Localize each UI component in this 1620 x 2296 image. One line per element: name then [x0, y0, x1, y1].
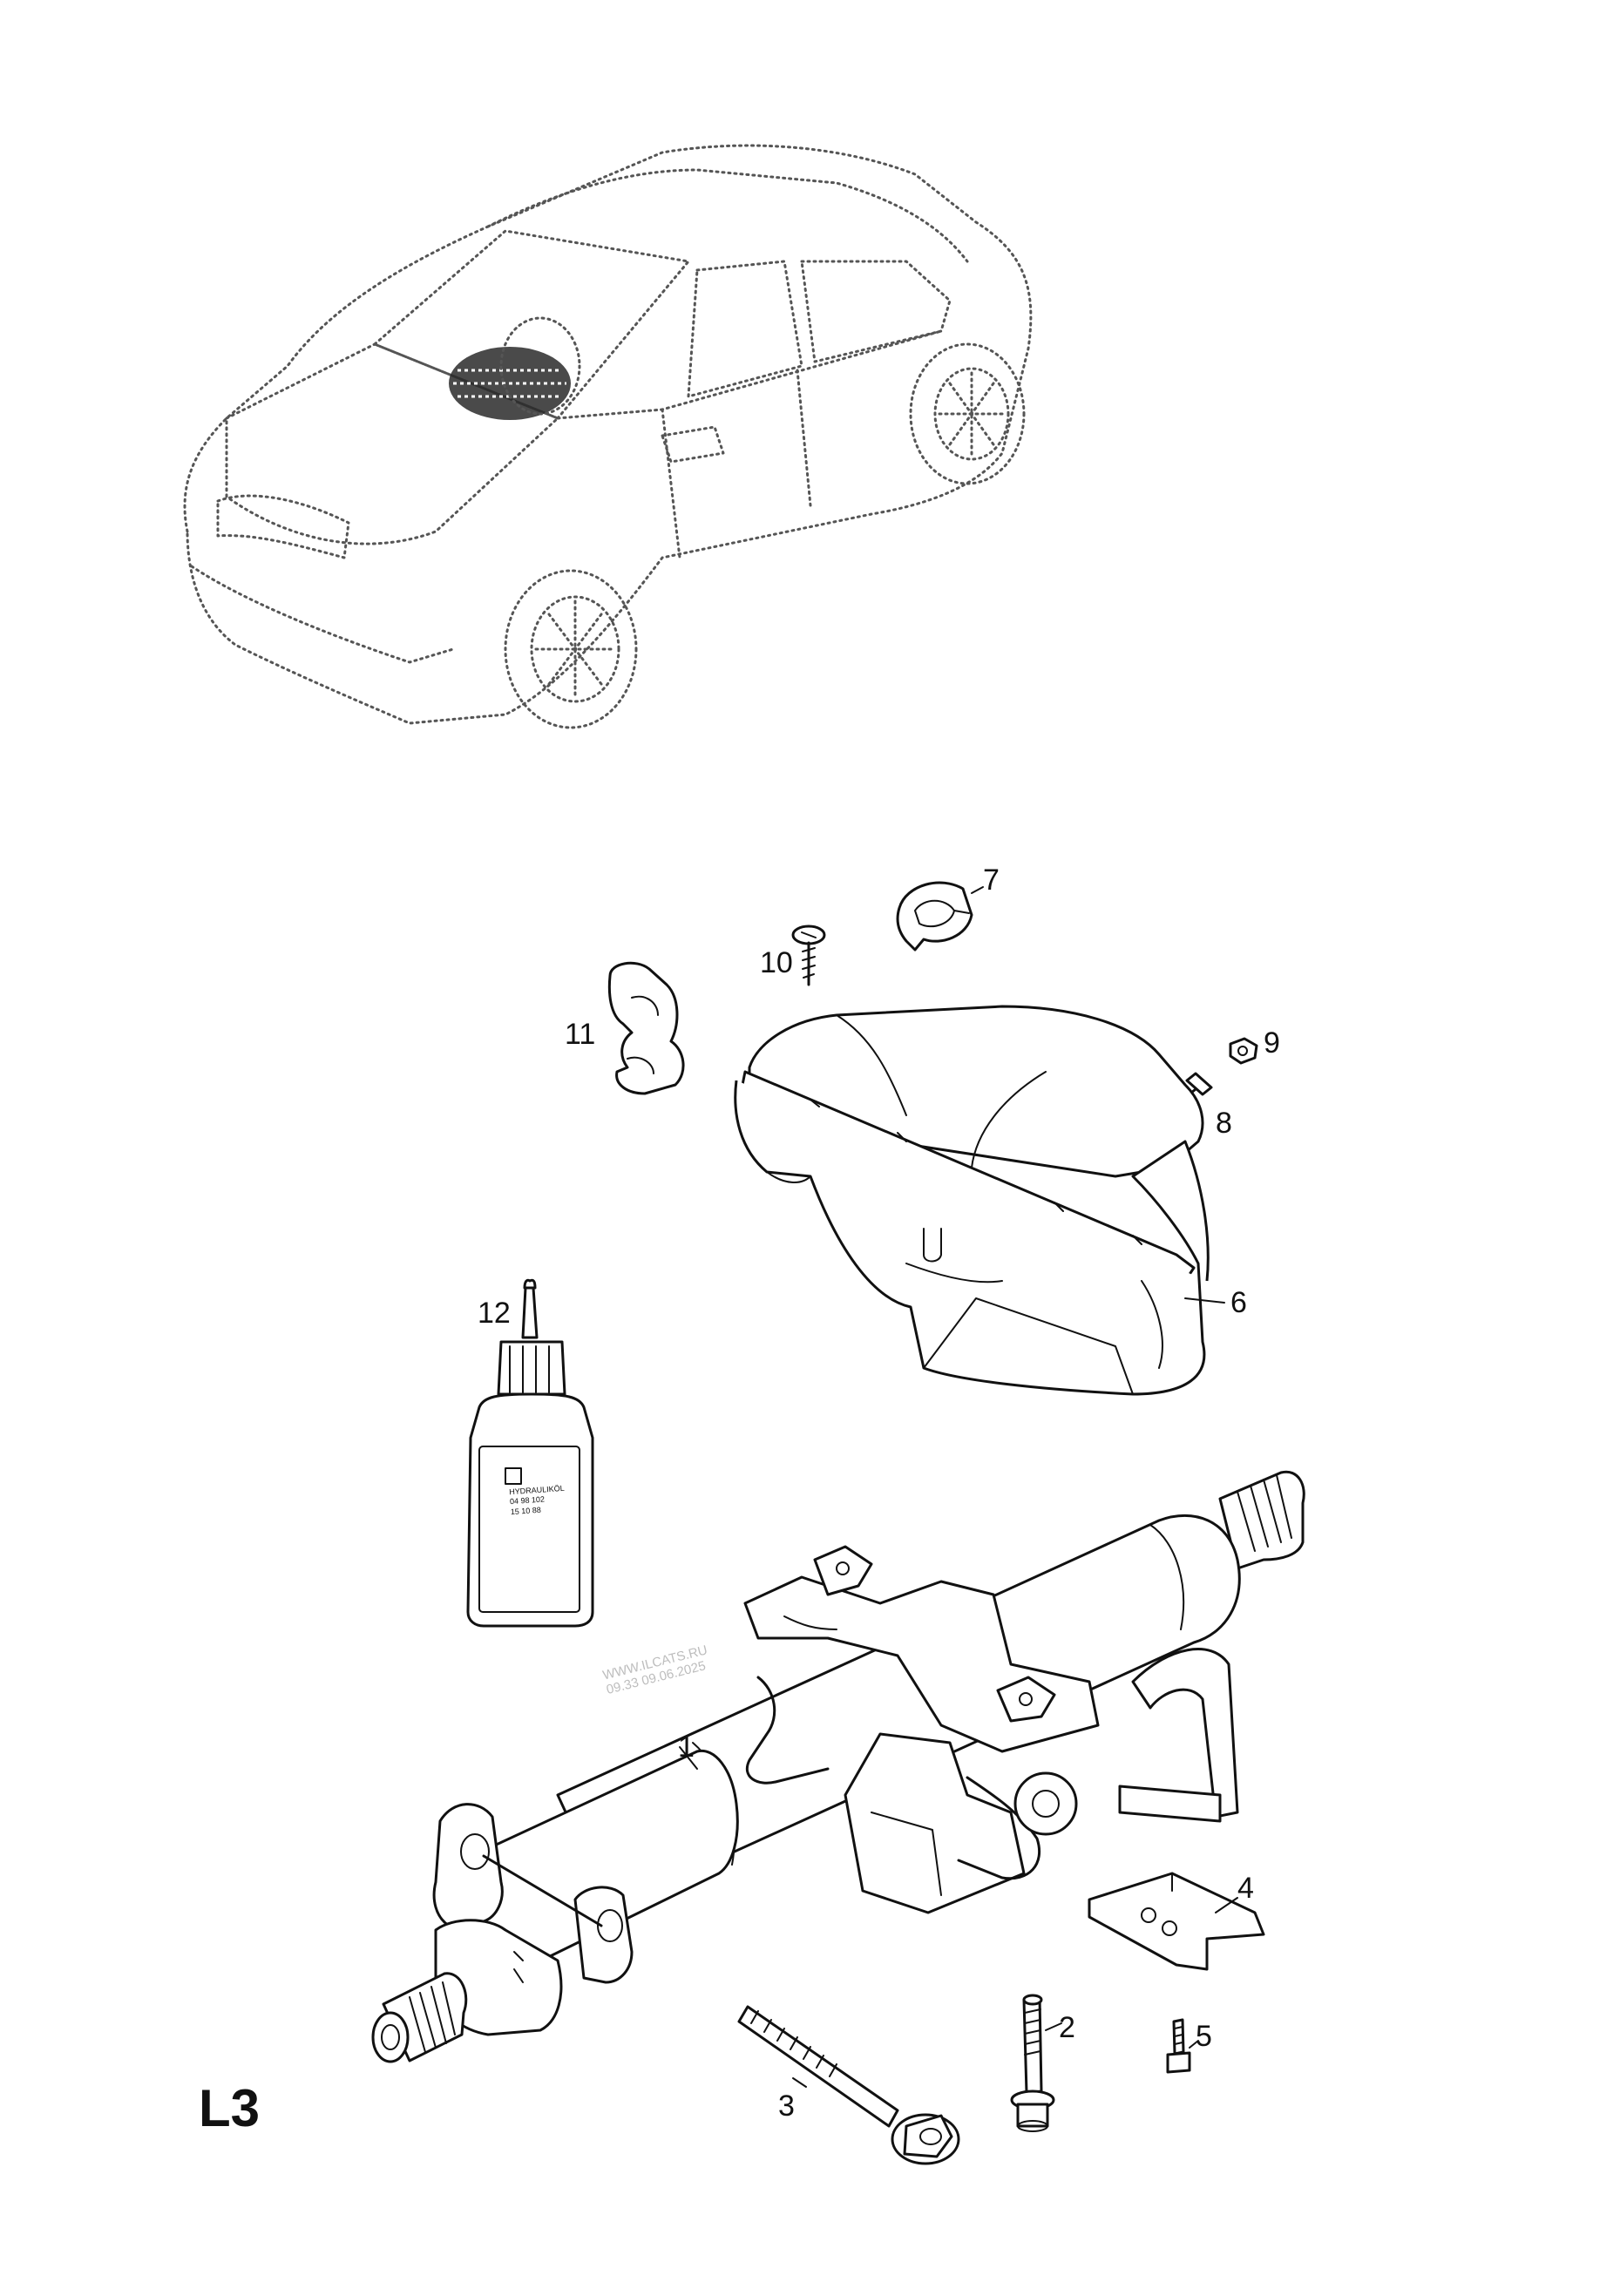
callout-7: 7	[983, 864, 1000, 897]
callout-12: 12	[478, 1297, 511, 1330]
callout-9: 9	[1264, 1026, 1280, 1060]
callout-11: 11	[565, 1018, 596, 1051]
callout-10: 10	[760, 946, 793, 979]
part-6-column-shroud	[734, 1005, 1210, 1396]
part-7-ring-clip	[896, 881, 973, 952]
bottle-label: HYDRAULIKÖL 04 98 102 15 10 88	[509, 1484, 566, 1517]
callout-4: 4	[1237, 1872, 1254, 1905]
part-1-steering-column	[371, 1470, 1305, 2063]
callout-1: 1	[678, 1730, 695, 1764]
diagram-id: L3	[199, 2079, 261, 2137]
part-3-long-bolt	[737, 2005, 960, 2165]
part-2-flange-bolt	[1010, 1994, 1055, 2132]
leader-lines	[679, 886, 1238, 2088]
callout-5: 5	[1196, 2020, 1212, 2053]
car-overview-illustration	[183, 144, 1033, 729]
part-12-oil-bottle	[466, 1278, 594, 1628]
callout-8: 8	[1216, 1107, 1232, 1140]
callout-6: 6	[1230, 1286, 1247, 1319]
callout-2: 2	[1059, 2011, 1075, 2044]
part-11-bracket-clip	[607, 961, 685, 1095]
part-9-nut	[1229, 1037, 1258, 1065]
part-10-screw	[791, 924, 826, 986]
callout-3: 3	[778, 2089, 795, 2123]
part-5-small-screw	[1166, 2018, 1191, 2074]
part-4-plate	[1088, 1872, 1265, 1971]
